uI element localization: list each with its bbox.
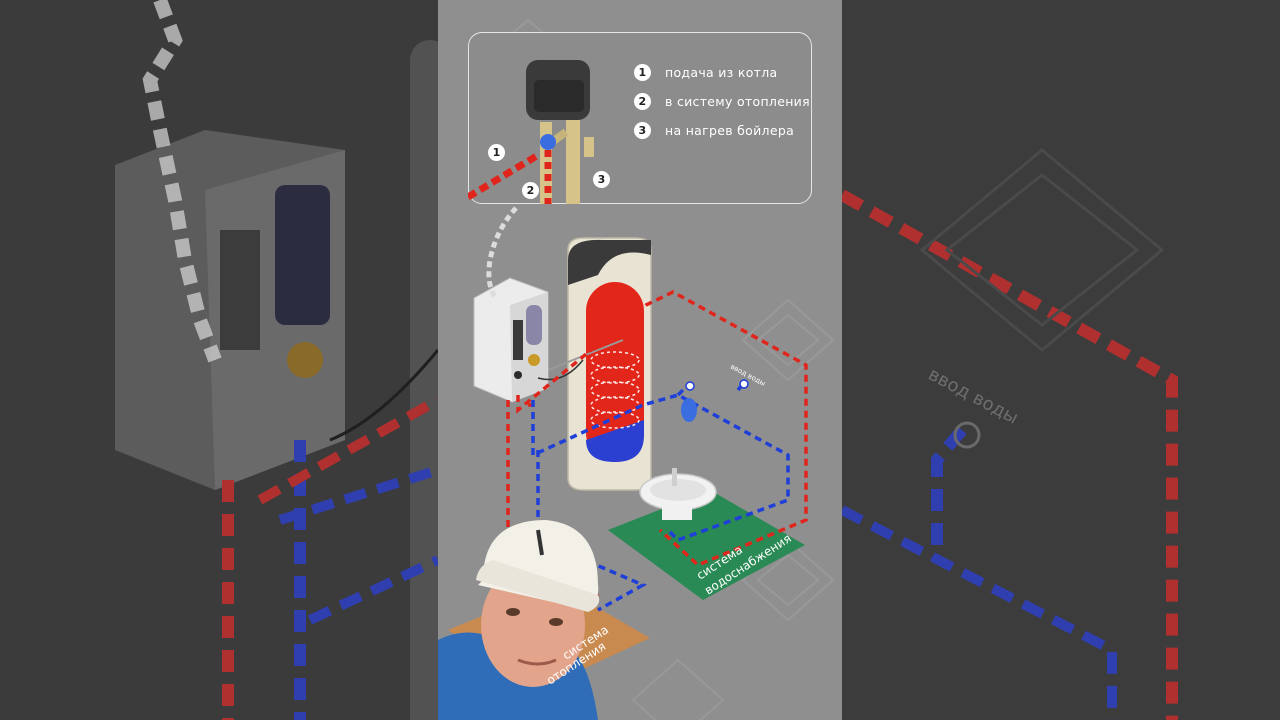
- legend-number: 1: [634, 64, 651, 81]
- boiler-tank: [547, 237, 652, 491]
- water-supply-zone: [608, 490, 805, 600]
- legend-item-3: 3 на нагрев бойлера: [634, 122, 794, 139]
- callout-2: 2: [522, 182, 539, 199]
- water-input-connectors: [681, 379, 749, 422]
- legend-number: 2: [634, 93, 651, 110]
- valve-closeup: [468, 60, 594, 204]
- diagram-panel: система водоснабжения система отопления …: [438, 0, 842, 720]
- legend-item-1: 1 подача из котла: [634, 64, 778, 81]
- legend-item-2: 2 в систему отопления: [634, 93, 810, 110]
- legend-label: в систему отопления: [665, 94, 810, 109]
- legend-number: 3: [634, 122, 651, 139]
- legend-box: 1 2 3 1 подача из котла 2 в систему отоп…: [468, 32, 812, 204]
- right-background-art: ввод воды: [842, 0, 1280, 720]
- callout-1: 1: [488, 144, 505, 161]
- legend-label: на нагрев бойлера: [665, 123, 795, 138]
- presenter-figure: [438, 520, 600, 720]
- gas-boiler-unit: [473, 277, 549, 403]
- callout-3: 3: [593, 171, 610, 188]
- heating-diagram: система водоснабжения система отопления …: [438, 18, 835, 720]
- left-background-blur: [0, 0, 438, 720]
- right-background-blur: ввод воды: [842, 0, 1280, 720]
- left-background-art: [0, 0, 438, 720]
- sink: [639, 468, 717, 520]
- legend-label: подача из котла: [665, 65, 778, 80]
